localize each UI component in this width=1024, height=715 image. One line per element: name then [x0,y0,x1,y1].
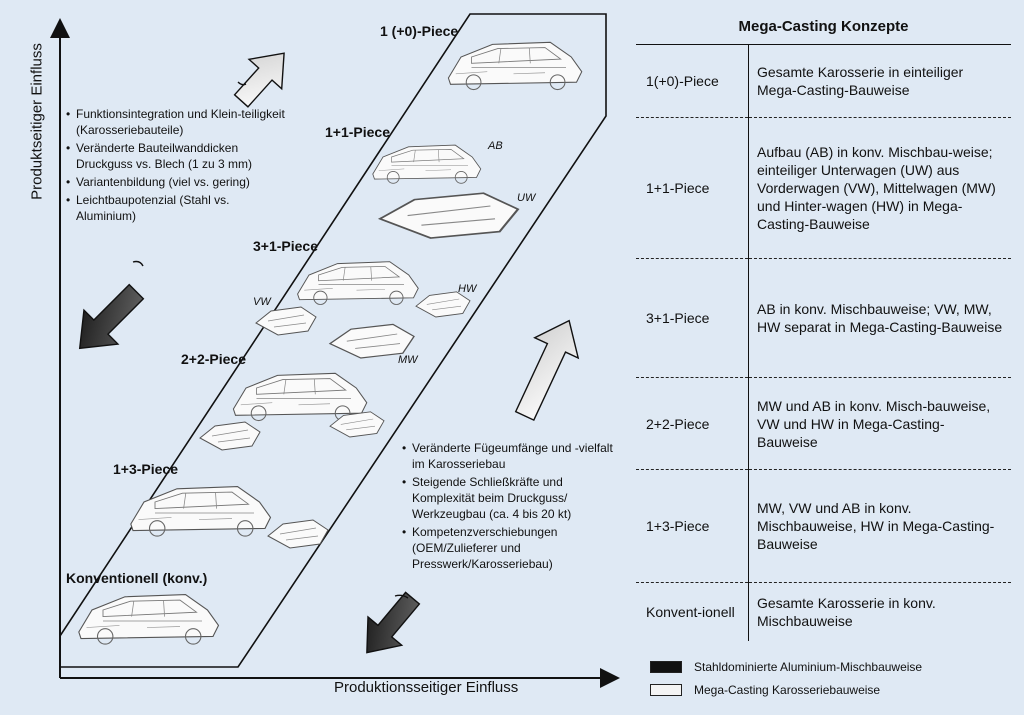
table-row: 1(+0)-Piece Gesamte Karosserie in eintei… [636,44,1011,118]
car-1plus0 [447,41,583,91]
car-konv-body [78,594,220,645]
legend-label: Stahldominierte Aluminium-Mischbauweise [694,660,923,674]
car-3plus1-vw [255,306,317,336]
car-3plus1-body [297,261,419,305]
tag-hw: HW [458,283,477,295]
concept-desc: Aufbau (AB) in konv. Mischbau-weise; ein… [748,117,1011,259]
product-factor-item: Leichtbaupotenzial (Stahl vs. Aluminium) [66,192,288,224]
product-factor-item: Veränderte Bauteilwanddicken Druckguss v… [66,140,288,172]
legend-item-megacasting: Mega-Casting Karosseriebauweise [650,683,880,697]
table-row: Konvent-ionell Gesamte Karosserie in kon… [636,582,1011,641]
arrow-product-down [78,283,145,350]
car-3plus1-hw [415,291,471,318]
car-1plus1-body [372,144,482,184]
arrow-product-up [233,52,285,108]
table-row: 2+2-Piece MW und AB in konv. Misch-bauwe… [636,377,1011,470]
piece-label-1plus1: 1+1-Piece [325,124,390,140]
piece-label-konventionell: Konventionell (konv.) [66,570,208,586]
piece-label-1plus0: 1 (+0)-Piece [380,23,459,39]
car-1plus3-body [130,486,272,537]
concept-desc: Gesamte Karosserie in einteiliger Mega-C… [748,44,1011,118]
table-row: 1+1-Piece Aufbau (AB) in konv. Mischbau-… [636,117,1011,259]
tag-vw: VW [253,296,271,308]
legend-item-steel: Stahldominierte Aluminium-Mischbauweise [650,660,922,674]
production-factor-item: Veränderte Fügeumfänge und -vielfalt im … [402,440,624,472]
production-factor-item: Kompetenzverschiebungen (OEM/Zulieferer … [402,524,624,572]
table-row: 3+1-Piece AB in konv. Mischbauweise; VW,… [636,258,1011,378]
legend-label: Mega-Casting Karosseriebauweise [694,683,881,697]
piece-label-3plus1: 3+1-Piece [253,238,318,254]
diagram-graphics [50,13,620,688]
x-axis-label: Produktionsseitiger Einfluss [334,679,519,696]
production-factor-item: Steigende Schließkräfte und Komplexität … [402,474,624,522]
arrow-production-down-brace [394,594,409,599]
concept-desc: MW und AB in konv. Misch-bauweise, VW un… [748,377,1011,470]
product-factor-item: Variantenbildung (viel vs. gering) [66,174,288,190]
car-1plus1-underbody [378,192,520,240]
concept-desc: AB in konv. Mischbauweise; VW, MW, HW se… [748,258,1011,378]
arrow-product-down-brace [132,260,144,267]
car-3plus1-mw [329,323,415,359]
product-factor-list: Funktionsintegration und Klein-teiligkei… [66,106,288,226]
table-row: 1+3-Piece MW, VW und AB in konv. Mischba… [636,469,1011,583]
product-factor-item: Funktionsintegration und Klein-teiligkei… [66,106,288,138]
y-axis-label: Produktseitiger Einfluss [28,43,46,200]
concept-name: 1(+0)-Piece [636,44,749,118]
concept-name: 1+3-Piece [636,469,749,583]
concept-band [59,13,607,668]
legend-swatch-light [650,684,682,696]
car-2plus2-vw [199,421,261,451]
tag-uw: UW [517,192,536,204]
tag-mw: MW [398,354,418,366]
concept-desc: MW, VW und AB in konv. Mischbauweise, HW… [748,469,1011,583]
concept-name: 2+2-Piece [636,377,749,470]
concept-table: Mega-Casting Konzepte 1(+0)-Piece Gesamt… [636,15,1011,641]
table-header-row: Mega-Casting Konzepte [636,15,1011,45]
arrow-production-up [514,319,580,422]
car-2plus2-body [232,372,368,422]
car-2plus2-hw [329,411,385,438]
piece-label-1plus3: 1+3-Piece [113,461,178,477]
production-factor-list: Veränderte Fügeumfänge und -vielfalt im … [402,440,624,574]
concept-name: 1+1-Piece [636,117,749,259]
concept-name: Konvent-ionell [636,582,749,641]
arrow-product-up-brace [237,81,247,86]
table-title: Mega-Casting Konzepte [636,15,1011,45]
tag-ab: AB [488,140,503,152]
concept-desc: Gesamte Karosserie in konv. Mischbauweis… [757,594,936,629]
legend-swatch-dark [650,661,682,673]
arrow-production-down [366,591,421,654]
car-1plus3-hw [267,519,329,549]
concept-name: 3+1-Piece [636,258,749,378]
piece-label-2plus2: 2+2-Piece [181,351,246,367]
